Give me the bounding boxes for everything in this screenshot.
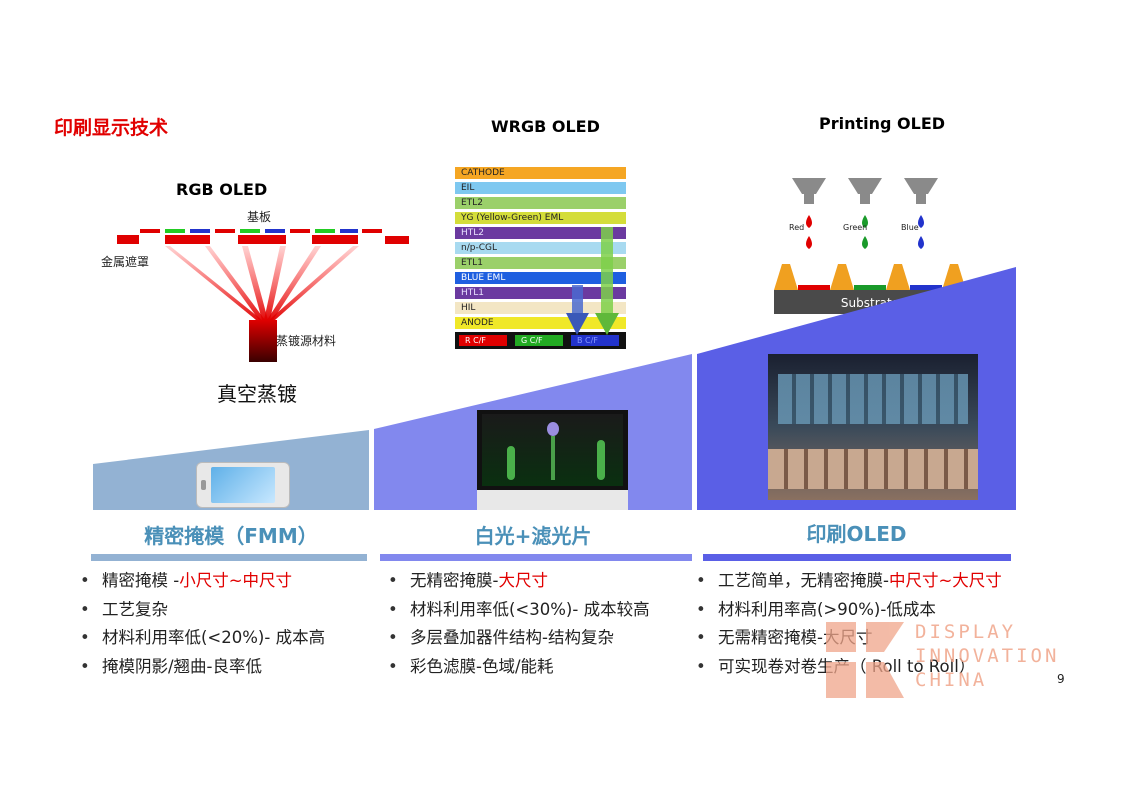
bullets-white-cf: 无精密掩膜-大尺寸 材料利用率低(<30%)- 成本较高 多层叠加器件结构-结构… — [388, 567, 650, 681]
divider-white-cf — [380, 554, 692, 561]
metal-mask-label: 金属遮罩 — [101, 255, 150, 269]
list-item: 材料利用率低(<20%)- 成本高 — [80, 624, 325, 653]
stack-layer-blue-eml: BLUE EML — [455, 272, 626, 284]
list-item: 工艺复杂 — [80, 596, 325, 625]
vacuum-evaporation-label: 真空蒸镀 — [217, 382, 297, 406]
stack-layer-etl1: ETL1 — [455, 257, 626, 269]
wrgb-oled-title: WRGB OLED — [491, 117, 600, 136]
list-item: 多层叠加器件结构-结构复杂 — [388, 624, 650, 653]
stack-layer-eil: EIL — [455, 182, 626, 194]
oled-tv-image — [477, 410, 628, 510]
list-item: 精密掩模 -小尺寸~中尺寸 — [80, 567, 325, 596]
category-label-printing: 印刷OLED — [806, 522, 907, 546]
stack-layer-hil: HIL — [455, 302, 626, 314]
evaporation-source-label: 蒸镀源材料 — [276, 334, 337, 348]
stack-layer-cathode: CATHODE — [455, 167, 626, 179]
watermark-text: DISPLAY INNOVATION CHINA — [915, 621, 1060, 691]
list-item: 工艺简单，无精密掩膜-中尺寸~大尺寸 — [696, 567, 1002, 596]
stack-layer-htl1: HTL1 — [455, 287, 626, 299]
bullets-fmm: 精密掩模 -小尺寸~中尺寸 工艺复杂 材料利用率低(<20%)- 成本高 掩模阴… — [80, 567, 325, 681]
divider-printing — [703, 554, 1011, 561]
drop-label-red: Red — [789, 223, 805, 232]
red-color-filter: R C/F — [459, 335, 507, 346]
page-number: 9 — [1057, 672, 1065, 686]
stack-layer-yg-eml: YG (Yellow-Green) EML — [455, 212, 626, 224]
list-item: 无精密掩膜-大尺寸 — [388, 567, 650, 596]
stack-layer-cgl: n/p-CGL — [455, 242, 626, 254]
rgb-oled-title: RGB OLED — [176, 180, 268, 199]
wrgb-stack-diagram: CATHODE EIL ETL2 YG (Yellow-Green) EML H… — [455, 163, 638, 353]
evaporation-diagram — [117, 229, 409, 362]
drop-label-green: Green — [843, 223, 868, 232]
list-item: 彩色滤膜-色域/能耗 — [388, 653, 650, 682]
light-arrows — [566, 227, 619, 335]
substrate-label: 基板 — [247, 210, 272, 224]
category-label-white-cf: 白光+滤光片 — [474, 524, 592, 548]
watermark-logo-icon — [826, 622, 904, 698]
category-label-fmm: 精密掩模（FMM） — [144, 524, 318, 548]
smartphone-image — [196, 462, 290, 508]
blue-color-filter: B C/F — [571, 335, 619, 346]
page-title: 印刷显示技术 — [54, 117, 169, 139]
list-item: 材料利用率低(<30%)- 成本较高 — [388, 596, 650, 625]
stack-layer-htl2: HTL2 — [455, 227, 626, 239]
divider-fmm — [91, 554, 367, 561]
printing-oled-title: Printing OLED — [819, 114, 946, 133]
roll-to-roll-image — [768, 354, 978, 500]
drop-label-blue: Blue — [901, 223, 919, 232]
list-item: 材料利用率高(>90%)-低成本 — [696, 596, 1002, 625]
list-item: 掩模阴影/翘曲-良率低 — [80, 653, 325, 682]
green-color-filter: G C/F — [515, 335, 563, 346]
stack-layer-etl2: ETL2 — [455, 197, 626, 209]
